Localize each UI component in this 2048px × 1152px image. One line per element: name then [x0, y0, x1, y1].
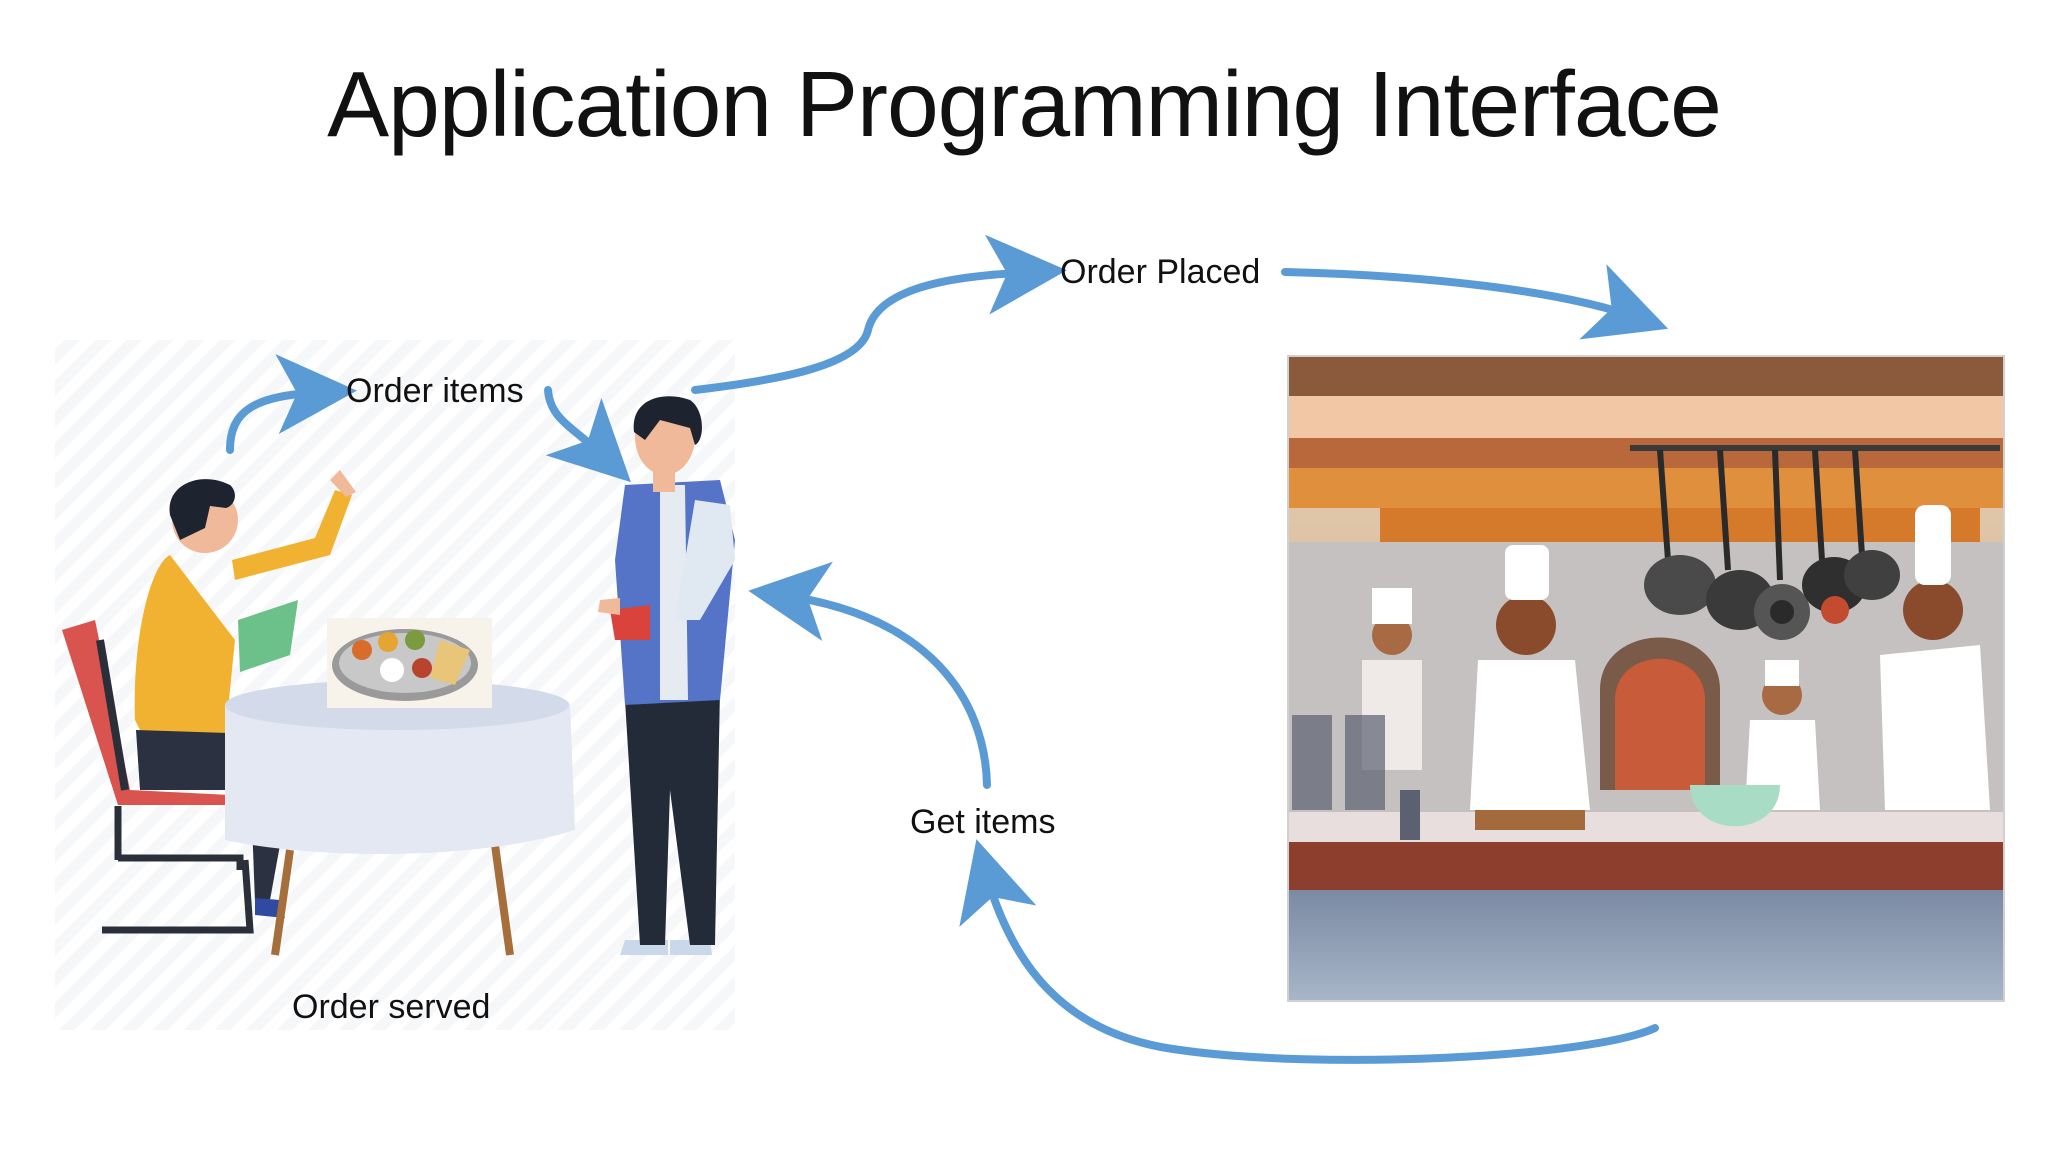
customer-scene: [55, 340, 735, 1030]
chair-icon: [62, 620, 254, 934]
chef-icon: [1821, 505, 1990, 810]
food-plate-icon: [327, 618, 492, 708]
flow-arrows: [226, 234, 1669, 1064]
arrow-to-kitchen: [1281, 264, 1669, 340]
slide-title: Application Programming Interface: [327, 52, 1722, 156]
chef-icon: [1470, 545, 1590, 830]
waiter-icon: [598, 396, 735, 955]
label-order-served: Order served: [292, 988, 491, 1026]
arrow-order-items-down: [544, 386, 631, 483]
label-order-placed: Order Placed: [1060, 253, 1261, 291]
arrow-to-order-placed: [691, 234, 1067, 394]
arrow-order-items-up: [226, 354, 357, 454]
arrow-to-waiter: [748, 561, 991, 789]
hanging-pans-icon: [1630, 445, 2000, 640]
label-order-items: Order items: [346, 372, 524, 410]
kitchen-scene: [1287, 355, 2005, 1002]
label-get-items: Get items: [910, 803, 1056, 841]
arrow-from-kitchen: [959, 839, 1659, 1064]
